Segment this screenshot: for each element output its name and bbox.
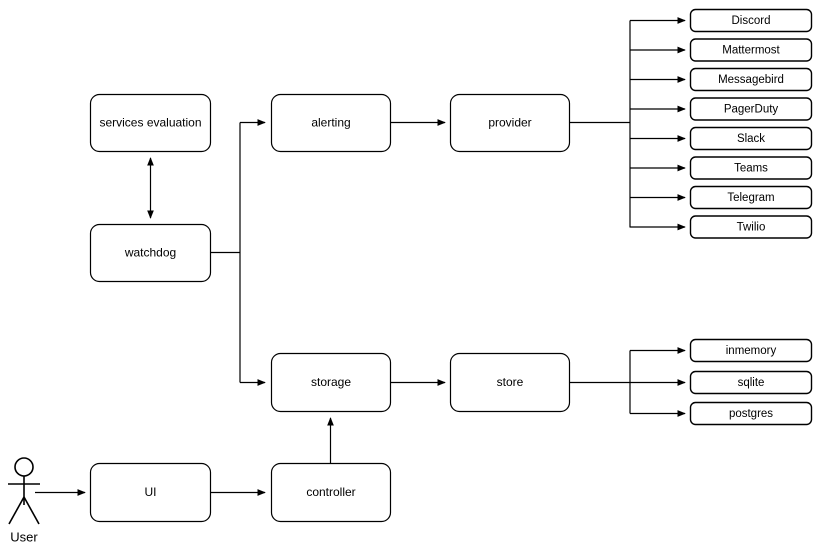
node-provider-label: provider — [488, 116, 531, 130]
node-storage-box[interactable] — [270, 352, 392, 413]
node-services-evaluation[interactable]: services evaluation — [89, 93, 212, 153]
user-actor-left-leg — [8, 496, 25, 525]
store-leaf-sqlite-box[interactable] — [689, 370, 813, 395]
user-actor-right-leg — [23, 496, 40, 525]
store-leaf-inmemory[interactable]: inmemory — [689, 338, 813, 363]
provider-leaf-twilio[interactable]: Twilio — [689, 215, 813, 239]
provider-leaf-pagerduty-label: PagerDuty — [724, 104, 779, 116]
node-alerting[interactable]: alerting — [270, 93, 392, 153]
provider-leaf-slack-label: Slack — [737, 133, 765, 145]
node-controller[interactable]: controller — [270, 462, 392, 523]
node-provider-box[interactable] — [449, 93, 571, 153]
provider-leaf-slack-box[interactable] — [689, 126, 813, 151]
provider-leaf-mattermost[interactable]: Mattermost — [689, 38, 813, 62]
node-controller-box[interactable] — [270, 462, 392, 523]
provider-leaf-messagebird[interactable]: Messagebird — [689, 67, 813, 92]
provider-leaf-discord[interactable]: Discord — [689, 8, 813, 33]
store-leaf-sqlite-label: sqlite — [738, 377, 765, 389]
node-storage[interactable]: storage — [270, 352, 392, 413]
provider-leaf-telegram[interactable]: Telegram — [689, 185, 813, 210]
provider-leaf-teams[interactable]: Teams — [689, 156, 813, 180]
user-actor: User — [8, 457, 40, 544]
store-leaf-postgres[interactable]: postgres — [689, 401, 813, 426]
provider-leaf-twilio-label: Twilio — [737, 222, 766, 234]
store-leaf-postgres-box[interactable] — [689, 401, 813, 426]
store-leaf-inmemory-label: inmemory — [726, 345, 777, 357]
node-store-label: store — [497, 375, 524, 389]
node-provider[interactable]: provider — [449, 93, 571, 153]
provider-leaf-mattermost-label: Mattermost — [722, 45, 780, 57]
provider-leaf-pagerduty[interactable]: PagerDuty — [689, 97, 813, 121]
store-leaf-inmemory-box[interactable] — [689, 338, 813, 363]
provider-leaf-pagerduty-box[interactable] — [689, 97, 813, 121]
provider-leaf-teams-box[interactable] — [689, 156, 813, 180]
node-store-box[interactable] — [449, 352, 571, 413]
provider-leaf-telegram-box[interactable] — [689, 185, 813, 210]
provider-leaf-messagebird-label: Messagebird — [718, 74, 784, 86]
node-watchdog-box[interactable] — [89, 223, 212, 283]
provider-leaf-discord-label: Discord — [732, 15, 771, 27]
provider-leaf-teams-label: Teams — [734, 163, 768, 175]
user-actor-label: User — [10, 529, 38, 544]
provider-leaf-messagebird-box[interactable] — [689, 67, 813, 92]
provider-leaf-twilio-box[interactable] — [689, 215, 813, 239]
node-store[interactable]: store — [449, 352, 571, 413]
node-alerting-box[interactable] — [270, 93, 392, 153]
node-alerting-label: alerting — [311, 116, 350, 130]
node-ui[interactable]: UI — [89, 462, 212, 523]
store-leaf-sqlite[interactable]: sqlite — [689, 370, 813, 395]
provider-leaf-discord-box[interactable] — [689, 8, 813, 33]
node-storage-label: storage — [311, 375, 351, 389]
provider-leaf-telegram-label: Telegram — [727, 192, 774, 204]
node-services-evaluation-label: services evaluation — [99, 116, 201, 130]
node-controller-label: controller — [306, 485, 355, 499]
node-watchdog[interactable]: watchdog — [89, 223, 212, 283]
provider-leaf-slack[interactable]: Slack — [689, 126, 813, 151]
node-watchdog-label: watchdog — [124, 246, 176, 260]
node-ui-box[interactable] — [89, 462, 212, 523]
provider-leaf-mattermost-box[interactable] — [689, 38, 813, 62]
node-services-evaluation-box[interactable] — [89, 93, 212, 153]
user-actor-head — [14, 457, 34, 477]
node-ui-label: UI — [145, 485, 157, 499]
store-leaf-postgres-label: postgres — [729, 408, 773, 420]
